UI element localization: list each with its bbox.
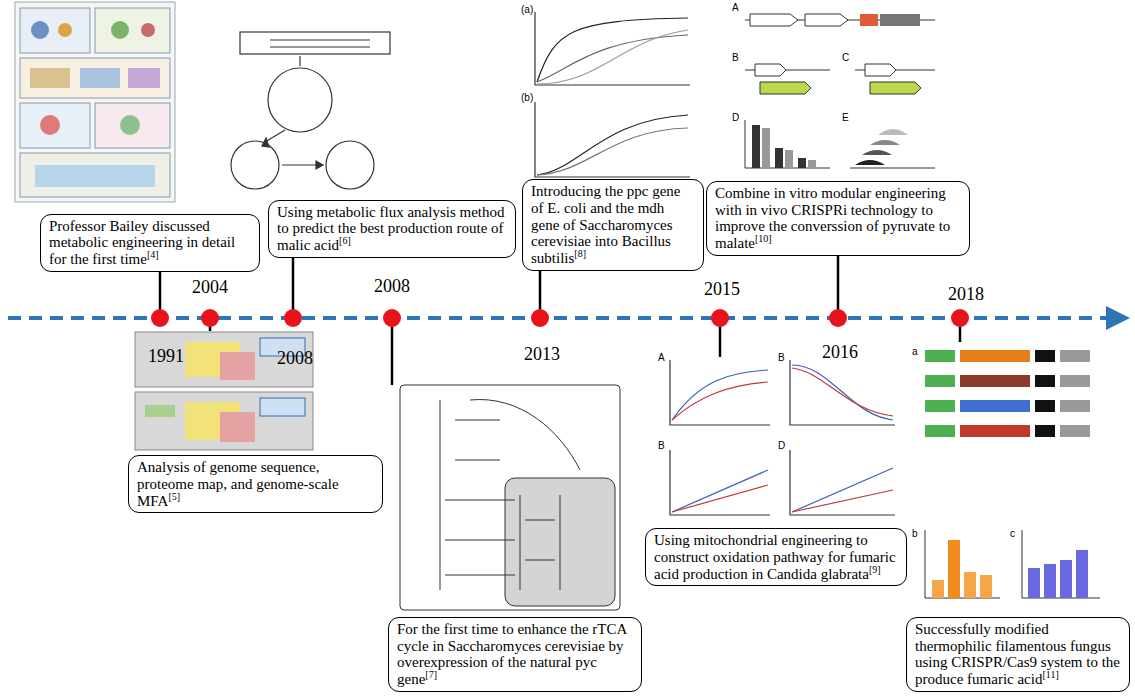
event-text: Combine in vitro modular engineering wit…	[715, 185, 961, 252]
timeline-axis	[8, 256, 1130, 385]
cas9-figure	[925, 350, 1100, 598]
genome-figure	[135, 332, 313, 450]
panel-letter: (a)	[521, 4, 533, 15]
crispri-figure	[745, 14, 935, 168]
panel-letter: (b)	[521, 92, 533, 103]
event-box: Using metabolic flux analysis method to …	[268, 200, 516, 258]
event-box: Introducing the ppc gene of E. coli and …	[522, 179, 704, 271]
plasmid-figure	[231, 32, 390, 189]
event-box: Successfully modified thermophilic filam…	[906, 617, 1130, 692]
panel-letter: b	[912, 528, 918, 539]
panel-letter: B	[732, 52, 739, 63]
panel-letter: A	[732, 2, 739, 13]
panel-letter: A	[658, 352, 665, 363]
event-box: Professor Bailey discussed metabolic eng…	[40, 214, 260, 272]
event-text: Analysis of genome sequence, proteome ma…	[137, 459, 374, 509]
year-label: 1991	[148, 346, 184, 367]
event-text: Using mitochondrial engineering to const…	[654, 532, 898, 582]
year-label: 2018	[948, 284, 984, 305]
event-text: Using metabolic flux analysis method to …	[277, 204, 507, 254]
event-text: Successfully modified thermophilic filam…	[915, 621, 1121, 688]
event-box: Combine in vitro modular engineering wit…	[706, 181, 970, 256]
event-box: Using mitochondrial engineering to const…	[645, 528, 907, 586]
panel-letter: C	[842, 52, 849, 63]
overview-figure	[15, 2, 175, 202]
event-box: Analysis of genome sequence, proteome ma…	[128, 455, 383, 513]
year-label: 2008	[277, 348, 313, 369]
panel-letter: a	[912, 346, 918, 357]
year-label: 2015	[704, 279, 740, 300]
event-box: For the first time to enhance the rTCA c…	[388, 617, 642, 692]
year-label: 2004	[192, 277, 228, 298]
year-label: 2013	[524, 344, 560, 365]
panel-letter: B	[778, 352, 785, 363]
event-text: Professor Bailey discussed metabolic eng…	[49, 218, 251, 268]
panel-letter: E	[842, 112, 849, 123]
year-label: 2008	[374, 276, 410, 297]
panel-letter: B	[658, 440, 665, 451]
panel-letter: c	[1010, 528, 1015, 539]
growth-curves	[535, 12, 690, 177]
fermentation-curves	[670, 360, 895, 515]
event-text: For the first time to enhance the rTCA c…	[397, 621, 633, 688]
event-text: Introducing the ppc gene of E. coli and …	[531, 183, 695, 267]
panel-letter: D	[778, 440, 785, 451]
panel-letter: D	[732, 112, 739, 123]
year-label: 2016	[822, 342, 858, 363]
pathway-figure	[400, 385, 620, 610]
